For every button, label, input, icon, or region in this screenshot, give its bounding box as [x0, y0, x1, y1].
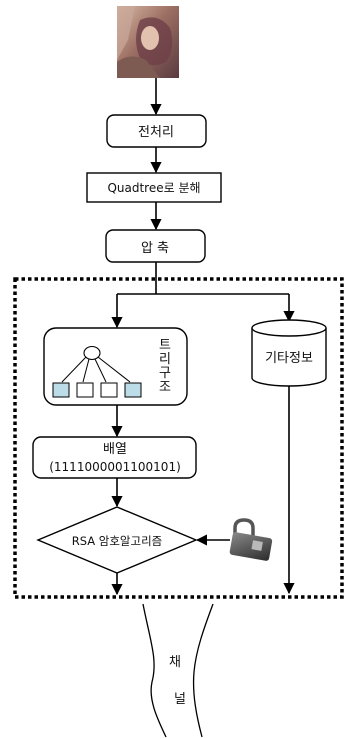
quadtree-label: Quadtree로 분해 — [107, 181, 200, 195]
tree-leaf-node — [76, 382, 94, 398]
encryption-region-border — [13, 277, 344, 599]
compress-step: 압 축 — [105, 229, 206, 263]
other-info-database: 기타정보 — [251, 319, 327, 387]
preprocess-label: 전처리 — [138, 125, 174, 140]
array-box: 배열 (1111000001100101) — [32, 436, 197, 479]
tree-leaf-node — [124, 382, 142, 398]
tree-label-char-0: 트 — [159, 338, 171, 353]
array-bits: (1111000001100101) — [49, 460, 181, 474]
channel: 채 널 — [142, 603, 214, 738]
array-title: 배열 — [103, 442, 127, 457]
compress-label: 압 축 — [141, 241, 169, 256]
rsa-decision: RSA 암호알고리즘 — [36, 506, 198, 574]
other-info-label: 기타정보 — [265, 351, 313, 366]
quadtree-step: Quadtree로 분해 — [86, 172, 222, 203]
channel-char-0: 채 — [169, 655, 181, 670]
preprocess-step: 전처리 — [106, 114, 207, 148]
photo-thumbnail — [117, 6, 179, 78]
tree-leaf-node — [100, 382, 118, 398]
channel-char-1: 널 — [174, 692, 186, 707]
tree-leaf-node — [52, 382, 70, 398]
tree-label-char-3: 조 — [159, 380, 171, 395]
tree-structure-icon — [52, 345, 142, 398]
database-cylinder-icon — [251, 319, 327, 387]
tree-label-char-2: 구 — [159, 366, 171, 381]
padlock-icon — [229, 518, 273, 561]
tree-label-char-1: 리 — [159, 352, 171, 367]
rsa-label: RSA 암호알고리즘 — [72, 534, 163, 548]
tree-structure-box: 트 리 구 조 — [43, 327, 188, 406]
